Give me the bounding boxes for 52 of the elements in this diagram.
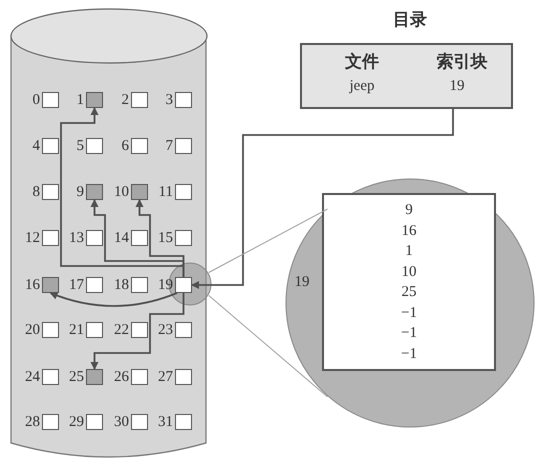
block-number: 14 xyxy=(113,230,129,246)
block-number: 9 xyxy=(76,184,84,200)
block-number: 7 xyxy=(164,138,173,154)
index-block-box xyxy=(322,193,496,371)
block-number: 20 xyxy=(24,322,40,338)
block-number-label: 19 xyxy=(294,273,310,291)
block-number: 12 xyxy=(24,230,40,246)
block-number: 26 xyxy=(113,369,129,385)
block-number: 31 xyxy=(157,414,173,430)
block-pointer: −1 xyxy=(401,324,417,342)
block-number: 25 xyxy=(68,369,84,385)
block-number: 29 xyxy=(68,414,84,430)
block-number: 18 xyxy=(113,277,129,293)
block-number: 17 xyxy=(68,277,84,293)
block-number: 13 xyxy=(68,230,84,246)
block-number: 11 xyxy=(158,184,173,200)
block-number: 23 xyxy=(157,322,173,338)
block-number: 15 xyxy=(157,230,173,246)
block-number: 4 xyxy=(32,138,40,154)
column-header: 文件 xyxy=(345,53,379,71)
block-number: 16 xyxy=(24,277,40,293)
table-title: 目录 xyxy=(393,11,427,29)
block-number: 28 xyxy=(24,414,40,430)
block-pointer: −1 xyxy=(401,304,417,322)
block-number: 0 xyxy=(32,92,40,108)
magnification-line xyxy=(208,208,328,273)
block-number: 24 xyxy=(24,369,40,385)
block-number: 19 xyxy=(157,277,173,293)
arrow xyxy=(191,109,454,289)
block-number: 22 xyxy=(113,322,129,338)
block-pointer: 10 xyxy=(402,262,416,280)
block-number: 2 xyxy=(120,92,129,108)
block-number: 10 xyxy=(113,184,129,200)
block-number: 3 xyxy=(164,92,173,108)
block-number: 5 xyxy=(76,138,84,154)
table-cell: 19 xyxy=(450,77,464,95)
arrow xyxy=(50,292,178,307)
arrow xyxy=(90,293,184,370)
table-cell: jeep xyxy=(350,77,374,95)
block-number: 6 xyxy=(120,138,129,154)
block-pointer: 25 xyxy=(402,283,416,301)
block-number: 1 xyxy=(76,92,84,108)
block-number: 21 xyxy=(68,322,84,338)
block-pointer: 9 xyxy=(405,201,413,219)
block-pointer: −1 xyxy=(401,344,417,362)
block-pointer: 1 xyxy=(405,242,413,260)
block-pointer: 16 xyxy=(402,222,416,240)
block-number: 27 xyxy=(157,369,173,385)
column-header: 索引块 xyxy=(436,53,488,71)
block-number: 8 xyxy=(32,184,40,200)
block-number: 30 xyxy=(113,414,129,430)
magnification-line xyxy=(208,295,328,398)
